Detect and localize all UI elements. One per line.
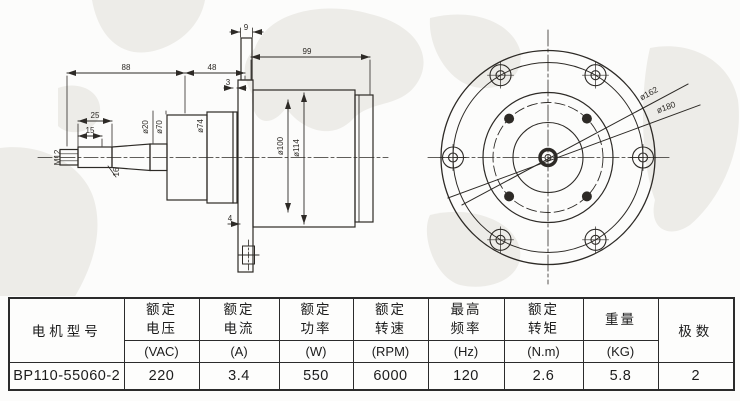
unit-frequency: (Hz) <box>427 339 505 363</box>
header-line: 额定 <box>223 302 255 318</box>
side-view <box>37 37 389 273</box>
col-header-weight: 重量 <box>582 297 659 341</box>
header-line: 额定 <box>528 302 559 318</box>
header-line: 额定 <box>375 302 406 318</box>
header-line: 电流 <box>223 321 255 337</box>
unit-current: (A) <box>198 339 280 363</box>
header-line: 电压 <box>146 321 177 337</box>
dim-dia70: ø70 <box>155 120 164 134</box>
value-speed: 6000 <box>352 361 429 391</box>
header-line: 频率 <box>450 321 482 337</box>
dim-dia74: ø74 <box>196 119 205 133</box>
spigot-boss <box>206 111 238 204</box>
col-header-speed: 额定转速 <box>352 297 429 341</box>
end-cap <box>354 94 374 223</box>
col-header-current: 额定电流 <box>198 297 280 341</box>
inner-bolt-circle <box>492 102 604 213</box>
front-view: ø162 ø180 <box>427 29 701 285</box>
dim-15: 15 <box>86 126 95 135</box>
value-torque: 2.6 <box>503 361 584 391</box>
leader-dia180 <box>447 104 701 199</box>
header-line: 额定 <box>146 302 177 318</box>
spigot-circle <box>482 91 614 224</box>
value-current: 3.4 <box>198 361 280 391</box>
unit-row: (VAC) (A) (W) (RPM) (Hz) (N.m) (KG) <box>9 339 734 363</box>
col-header-model: 电机型号 <box>8 297 125 363</box>
header-line: 转速 <box>375 321 406 337</box>
engineering-drawing: 88 48 99 9 3 25 15 4 M12 16 ø20 ø70 ø74 … <box>0 0 739 296</box>
side-view-dimensions: 88 48 99 9 3 25 15 4 M12 16 ø20 ø70 ø74 … <box>53 23 371 227</box>
shaft-end <box>538 147 558 168</box>
spec-table: 电机型号 额定电压 额定电流 额定功率 额定转速 最高频率 额定转矩 重量 极数… <box>8 297 735 391</box>
dim-48: 48 <box>208 63 217 72</box>
header-row: 电机型号 额定电压 额定电流 额定功率 额定转速 最高频率 额定转矩 重量 极数 <box>8 297 735 363</box>
flange-plate <box>237 79 254 273</box>
unit-torque: (N.m) <box>503 339 584 363</box>
world-map-watermark <box>0 0 739 296</box>
value-weight: 5.8 <box>582 361 659 391</box>
dim-99: 99 <box>303 47 312 56</box>
header-line: 额定 <box>300 302 332 318</box>
header-line: 最高 <box>450 302 482 318</box>
dim-88: 88 <box>122 63 131 72</box>
header-line: 功率 <box>300 321 332 337</box>
unit-voltage: (VAC) <box>123 339 200 363</box>
value-voltage: 220 <box>123 361 200 391</box>
flange-bolt-holes <box>439 61 657 254</box>
header-line: 重量 <box>605 311 636 327</box>
dim-dia100: ø100 <box>276 136 285 155</box>
col-header-frequency: 最高频率 <box>427 297 505 341</box>
col-header-torque: 额定转矩 <box>503 297 584 341</box>
unit-speed: (RPM) <box>352 339 429 363</box>
dim-m12: M12 <box>53 149 62 165</box>
dim-3: 3 <box>226 78 231 87</box>
dim-4: 4 <box>228 214 233 223</box>
data-row: BP110-55060-2 220 3.4 550 6000 120 2.6 5… <box>8 361 735 391</box>
unit-power: (W) <box>278 339 354 363</box>
value-model: BP110-55060-2 <box>8 361 125 391</box>
dim-25: 25 <box>91 111 100 120</box>
col-header-power: 额定功率 <box>278 297 354 341</box>
leader-dia162 <box>461 83 689 206</box>
col-header-poles: 极数 <box>657 297 735 363</box>
dim-dia114: ø114 <box>292 139 301 157</box>
dim-dia20: ø20 <box>141 120 150 134</box>
dim-9: 9 <box>244 23 249 32</box>
value-frequency: 120 <box>427 361 505 391</box>
header-line: 转矩 <box>528 321 559 337</box>
dim-16: 16 <box>112 167 121 176</box>
value-poles: 2 <box>657 361 735 391</box>
value-power: 550 <box>278 361 354 391</box>
unit-weight: (KG) <box>582 339 659 363</box>
boss-circle <box>512 121 584 194</box>
col-header-voltage: 额定电压 <box>123 297 200 341</box>
inner-tapped-holes <box>504 113 592 202</box>
